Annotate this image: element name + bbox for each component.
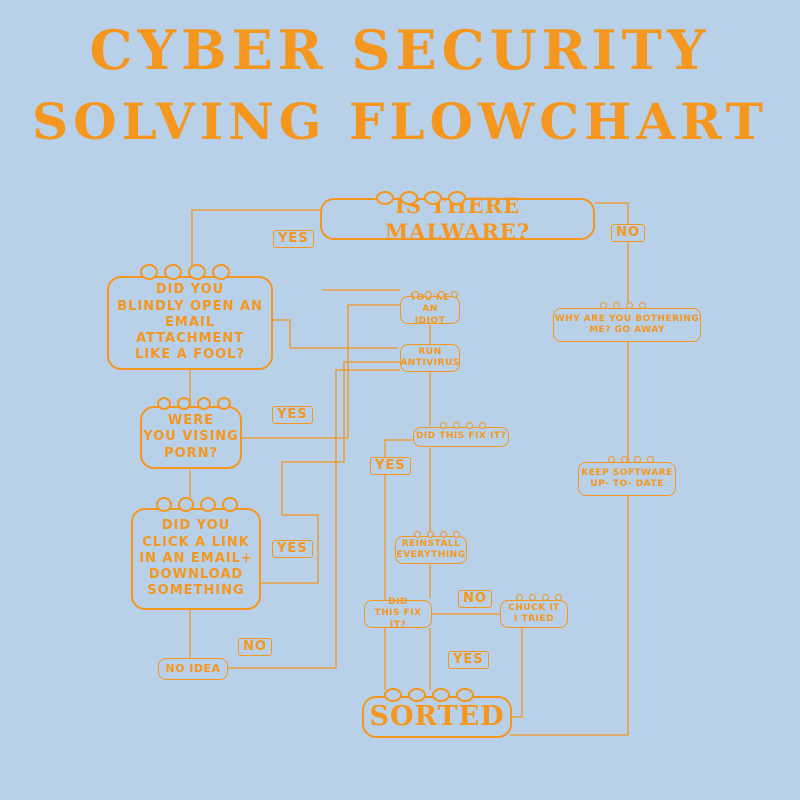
node-visiting-porn: WERE YOU VISING PORN? [140, 406, 242, 469]
node-why-bother: WHY ARE YOU BOTHERING ME? GO AWAY [553, 308, 701, 342]
title-line-2: SOLVING FLOWCHART [32, 92, 768, 151]
no-label: NO [611, 224, 645, 242]
node-rings [412, 291, 458, 298]
node-did-this-fix-it-1: DID THIS FIX IT? [413, 427, 509, 447]
node-click-link: DID YOU CLICK A LINK IN AN EMAIL+ DOWNLO… [131, 508, 261, 610]
node-rings [156, 497, 238, 512]
connector [384, 439, 413, 690]
node-rings [516, 594, 562, 601]
node-rings [414, 531, 460, 538]
node-rings [376, 191, 466, 205]
node-keep-software: KEEP SOFTWARE UP- TO- DATE [578, 462, 676, 496]
node-rings [440, 422, 486, 429]
no-label: NO [238, 638, 272, 656]
connector [228, 369, 400, 669]
node-is-there-malware: IS THERE MALWARE? [320, 193, 595, 244]
node-rings [140, 264, 230, 280]
connector [242, 304, 400, 439]
title-line-1: CYBER SECURITY [89, 18, 711, 82]
node-rings [600, 302, 646, 309]
node-reinstall-everything: REINSTALL EVERYTHING [395, 536, 467, 564]
connector [191, 209, 320, 270]
node-blindly-open: DID YOU BLINDLY OPEN AN EMAIL ATTACHMENT… [107, 276, 273, 370]
yes-label: YES [448, 651, 489, 669]
node-rings [157, 397, 231, 410]
node-did-this-fix-it-2: DID THIS FIX IT? [364, 597, 432, 630]
node-sorted: SORTED [362, 696, 512, 738]
node-youre-an-idiot: YOU'RE AN IDIOT [400, 293, 460, 326]
yes-label: YES [272, 540, 313, 558]
node-rings [384, 688, 474, 702]
yes-label: YES [370, 457, 411, 475]
connector [512, 628, 523, 718]
connector [260, 361, 400, 584]
no-label: NO [458, 590, 492, 608]
node-no-idea: NO IDEA [158, 658, 228, 680]
node-run-antivirus: RUN ANTIVIRUS [400, 344, 460, 372]
node-rings [608, 456, 654, 463]
yes-label: YES [273, 230, 314, 248]
node-chuck-it: CHUCK IT I TRIED [500, 600, 568, 628]
connector [272, 319, 398, 349]
yes-label: YES [272, 406, 313, 424]
